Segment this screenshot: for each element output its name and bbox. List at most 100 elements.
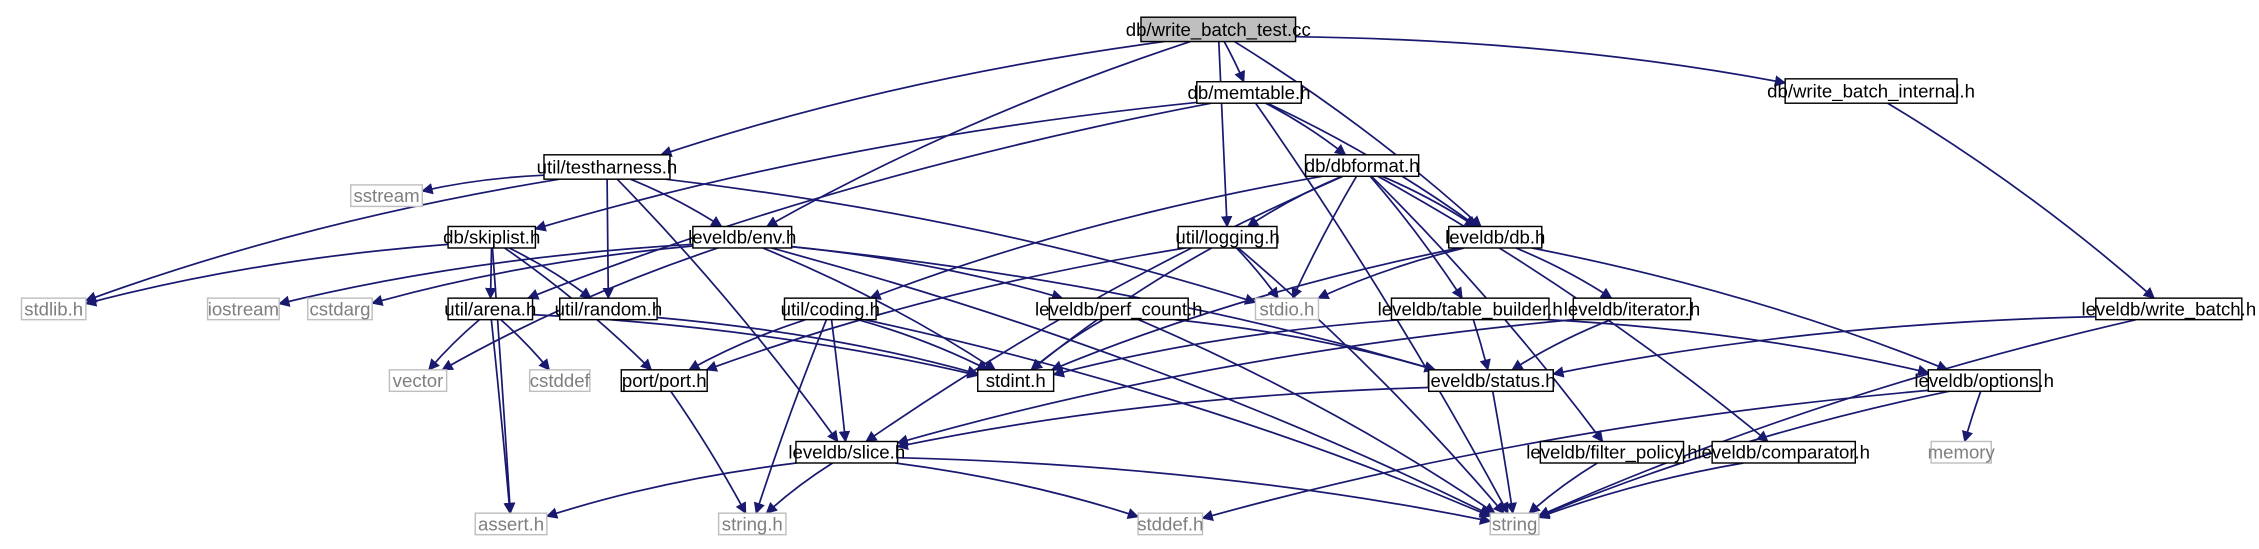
node-logging[interactable]: util/logging.h [1175, 225, 1280, 249]
edge-root-to-wbi [1295, 35, 1787, 87]
node-box-stdio [1254, 297, 1320, 321]
node-label-coding: util/coding.h [781, 298, 880, 319]
node-root[interactable]: db/write_batch_test.cc [1126, 16, 1311, 43]
node-iterator[interactable]: leveldb/iterator.h [1564, 297, 1700, 321]
edge-env-to-cstdarg [371, 245, 693, 306]
node-tablebuilder[interactable]: leveldb/table_builder.h [1378, 297, 1563, 321]
edge-skiplist-to-stdlib [84, 243, 449, 307]
node-label-status: leveldb/status.h [1426, 370, 1555, 391]
node-stdio: stdio.h [1254, 297, 1320, 321]
node-label-iterator: leveldb/iterator.h [1564, 298, 1700, 319]
edge-testharness-to-slice [616, 178, 839, 443]
node-slice[interactable]: leveldb/slice.h [788, 440, 905, 464]
edge-env-to-iostream [278, 243, 693, 307]
node-cstdarg: cstdarg [307, 297, 373, 321]
node-memory: memory [1928, 440, 1996, 464]
node-label-stddef: stddef.h [1137, 513, 1203, 534]
node-status[interactable]: leveldb/status.h [1426, 369, 1556, 393]
node-testharness[interactable]: util/testharness.h [537, 154, 678, 180]
edge-perf-to-stdint [1030, 318, 1104, 371]
node-box-options [1927, 369, 2041, 393]
edge-root-to-env [765, 40, 1191, 228]
node-stdlib: stdlib.h [20, 297, 87, 321]
node-port[interactable]: port/port.h [620, 369, 708, 393]
edge-comparator-to-string [1537, 462, 1744, 520]
edge-writebatch-to-status [1552, 315, 2096, 378]
node-vector: vector [388, 369, 448, 393]
edge-coding-to-slice [830, 319, 851, 443]
node-box-memory [1930, 440, 1993, 464]
node-label-random: util/random.h [555, 298, 663, 319]
node-wbi[interactable]: db/write_batch_internal.h [1767, 78, 1975, 104]
node-box-wbi [1784, 78, 1958, 104]
node-filterpolicy[interactable]: leveldb/filter_policy.h [1526, 440, 1698, 464]
node-memtable[interactable]: db/memtable.h [1188, 80, 1311, 104]
edge-logging-to-port [705, 247, 1186, 372]
node-box-arena [447, 297, 534, 321]
node-label-memory: memory [1928, 442, 1996, 463]
node-box-slice [795, 440, 899, 464]
node-comparator[interactable]: leveldb/comparator.h [1697, 440, 1870, 464]
node-label-stdlib: stdlib.h [24, 298, 83, 319]
node-box-comparator [1711, 440, 1857, 464]
node-box-cstdarg [307, 297, 373, 321]
node-box-sstream [350, 184, 424, 208]
edge-wbi-to-writebatch [1887, 102, 2155, 299]
edge-skiplist-to-assert [491, 247, 516, 515]
node-db[interactable]: leveldb/db.h [1445, 225, 1545, 249]
node-env[interactable]: leveldb/env.h [688, 225, 796, 249]
edge-env-to-string [771, 247, 1492, 516]
node-stdint[interactable]: stdint.h [977, 369, 1055, 393]
edge-tablebuilder-to-status [1472, 319, 1491, 371]
node-box-coding [783, 297, 877, 321]
edge-root-to-memtable [1223, 41, 1245, 83]
edge-testharness-to-sstream [421, 174, 545, 195]
node-options[interactable]: leveldb/options.h [1914, 369, 2054, 393]
node-assert: assert.h [474, 512, 548, 536]
node-box-stdlib [20, 297, 87, 321]
edge-arena-to-vector [428, 318, 481, 371]
node-box-stringh [717, 512, 787, 536]
edge-slice-to-string [897, 456, 1492, 525]
node-box-testharness [543, 154, 671, 180]
edge-root-to-logging [1217, 41, 1233, 228]
edge-options-to-stddef [1201, 389, 1929, 522]
edge-iterator-to-slice [896, 318, 1574, 446]
edge-testharness-to-env [630, 178, 723, 228]
node-cstddef: cstddef [528, 369, 591, 393]
node-box-skiplist [447, 225, 537, 249]
edge-testharness-to-stdlib [84, 178, 560, 303]
node-dbformat[interactable]: db/dbformat.h [1305, 154, 1420, 178]
edge-logging-to-stdio [1235, 247, 1279, 300]
edge-root-to-testharness [660, 40, 1165, 158]
node-skiplist[interactable]: db/skiplist.h [443, 225, 540, 249]
edge-status-to-slice [896, 386, 1429, 451]
edge-port-to-stringh [670, 390, 747, 515]
node-label-wbi: db/write_batch_internal.h [1767, 80, 1975, 102]
node-stringh: string.h [717, 512, 787, 536]
node-coding[interactable]: util/coding.h [781, 297, 880, 321]
node-box-writebatch [2095, 297, 2243, 321]
node-arena[interactable]: util/arena.h [444, 297, 536, 321]
node-writebatch[interactable]: leveldb/write_batch.h [2081, 297, 2256, 321]
node-random[interactable]: util/random.h [555, 297, 663, 321]
node-perf[interactable]: leveldb/perf_count.h [1035, 297, 1203, 321]
edge-status-to-string [1491, 391, 1517, 515]
node-box-stddef [1137, 512, 1204, 536]
edge-slice-to-assert [545, 462, 797, 519]
node-label-options: leveldb/options.h [1914, 370, 2054, 391]
edge-arena-to-assert [490, 319, 515, 515]
edge-arena-to-stdint [532, 313, 979, 379]
node-box-iterator [1572, 297, 1692, 321]
edge-memtable-to-skiplist [534, 101, 1197, 232]
edge-dbformat-to-tablebuilder [1369, 175, 1463, 300]
node-box-assert [474, 512, 548, 536]
node-label-logging: util/logging.h [1175, 227, 1279, 248]
edge-testharness-to-stdio [665, 178, 1257, 305]
edge-filterpolicy-to-string [1528, 462, 1598, 514]
node-label-db: leveldb/db.h [1445, 227, 1545, 248]
node-box-string [1489, 512, 1540, 536]
node-box-stdint [977, 369, 1055, 393]
node-label-port: port/port.h [622, 370, 707, 391]
edge-iterator-to-status [1511, 318, 1612, 371]
